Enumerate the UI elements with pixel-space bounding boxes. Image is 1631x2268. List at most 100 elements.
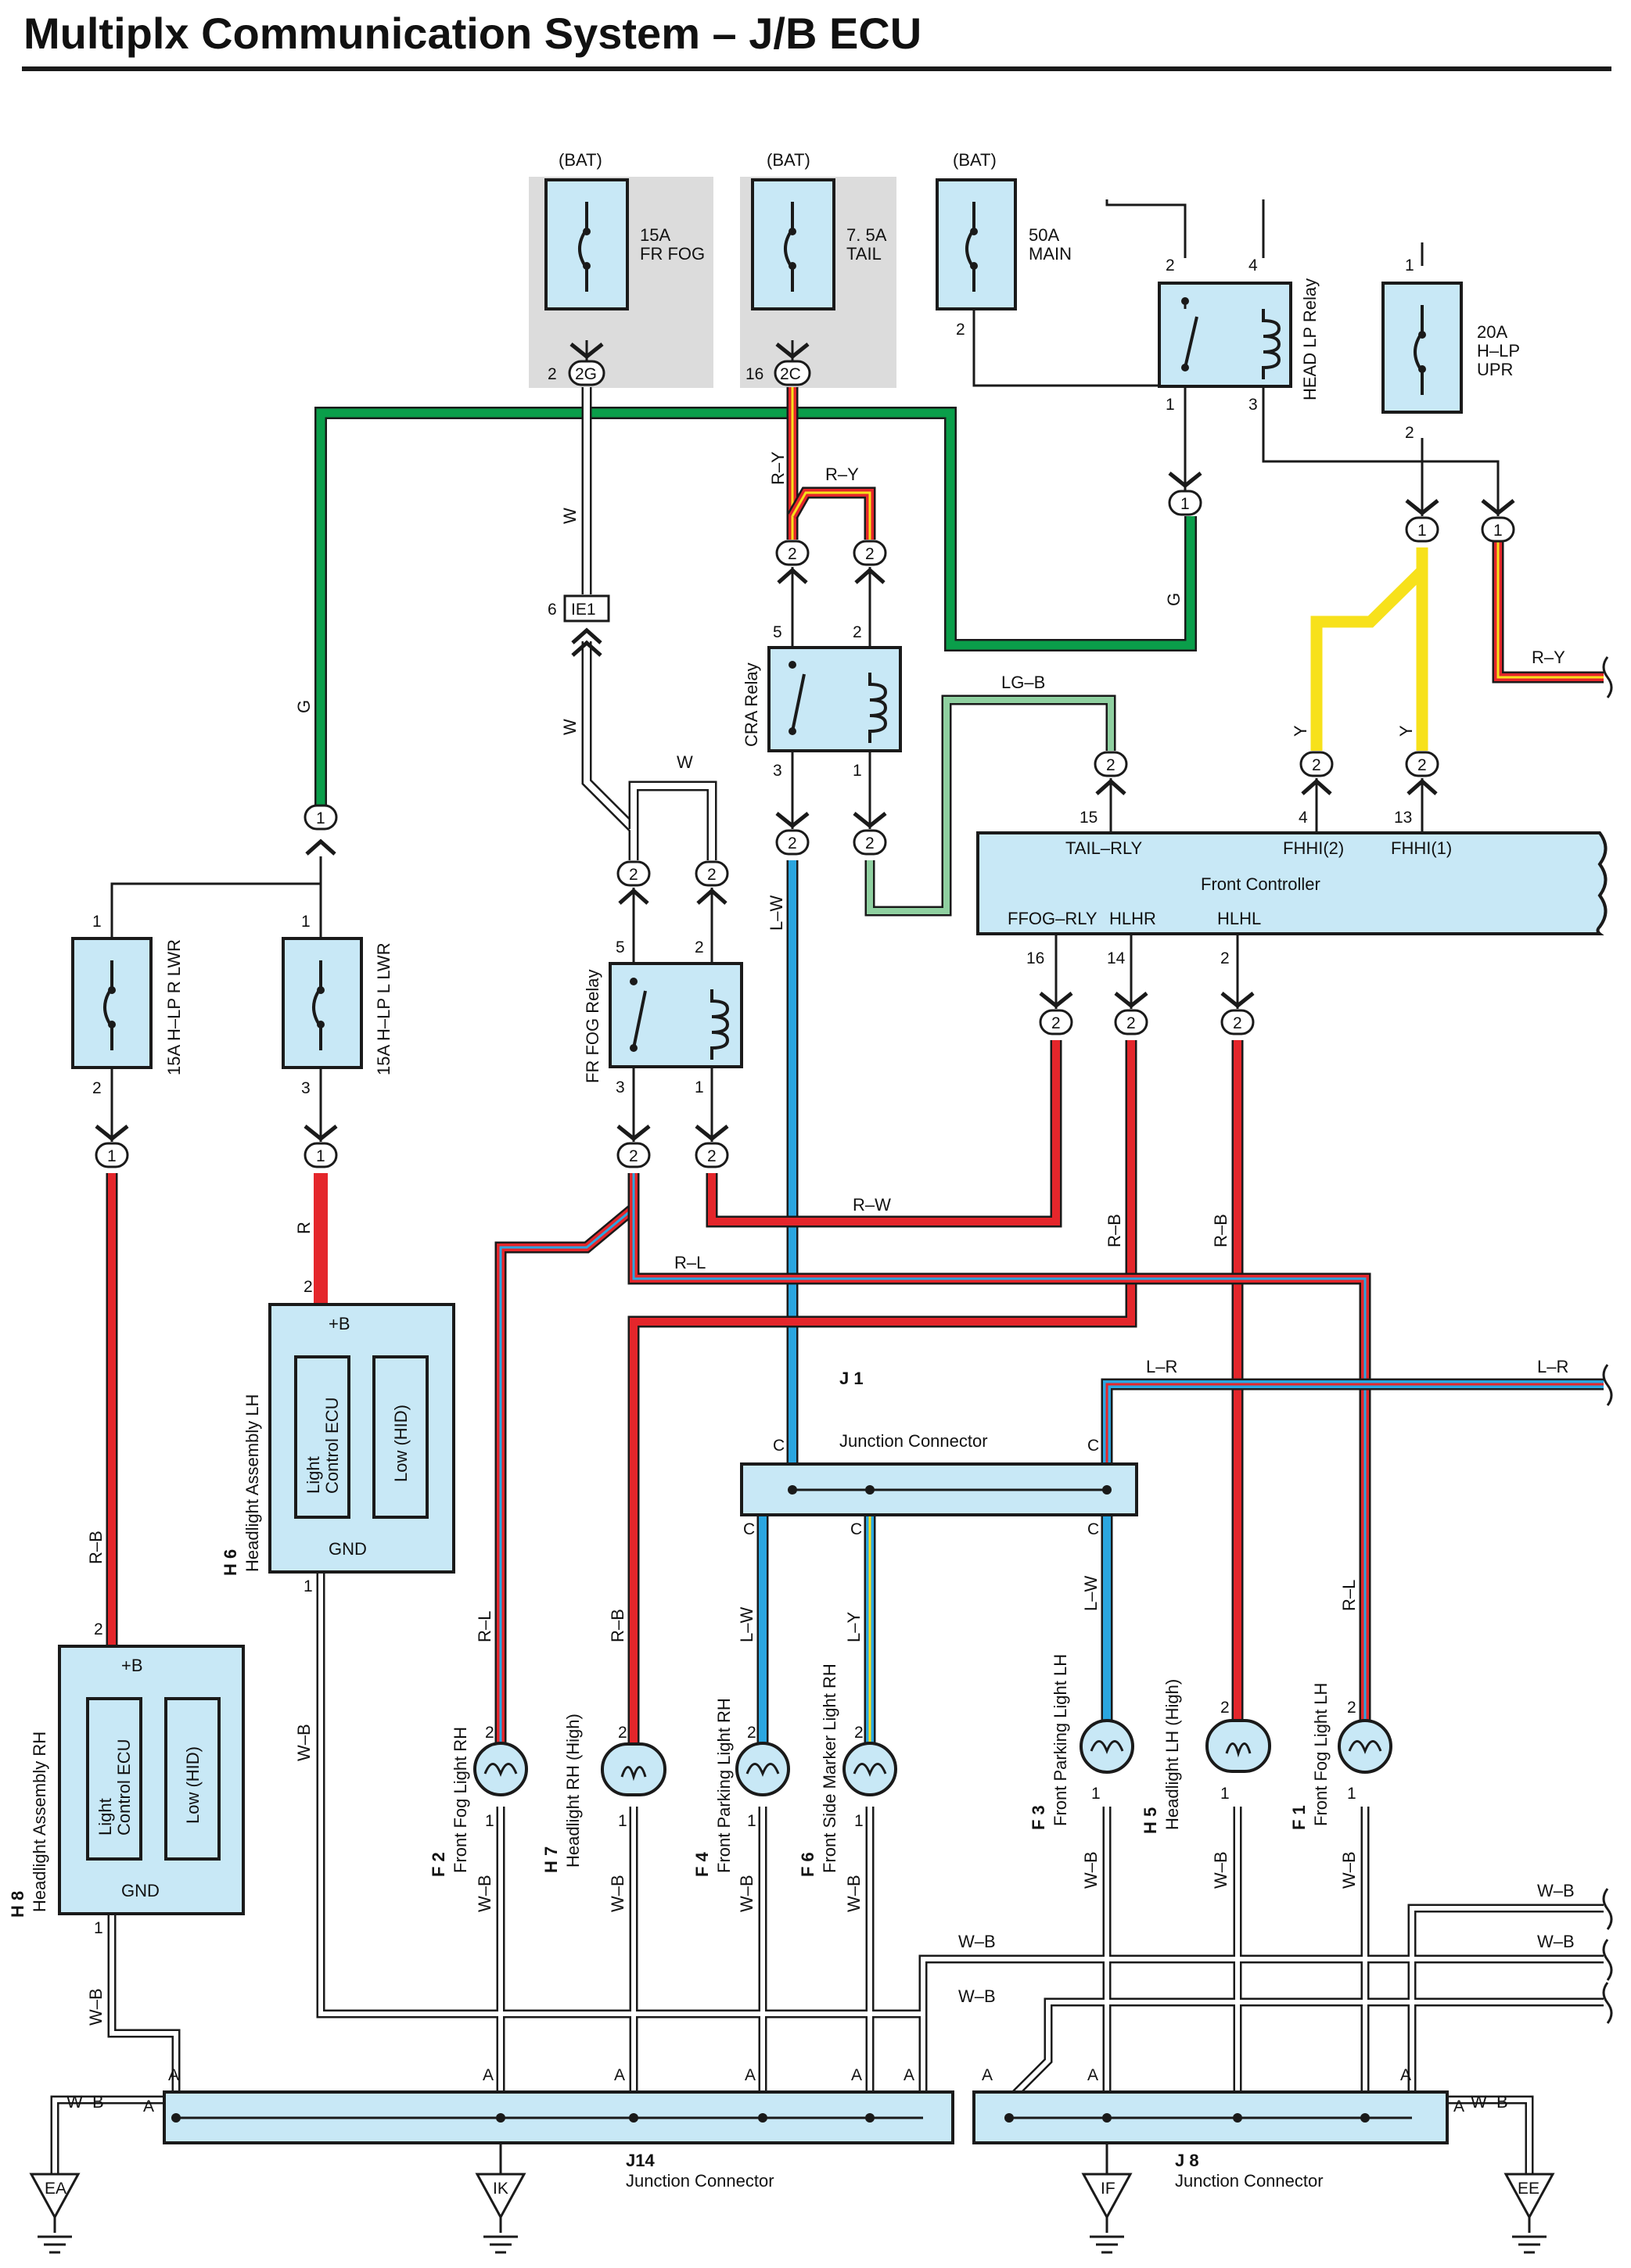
- fuse-hlp-r-lwr-pin-top: 1: [92, 913, 102, 931]
- wl-g-left: G: [294, 700, 314, 713]
- wire-lgb: [864, 694, 1116, 917]
- hla-lh-code: H 6: [221, 1549, 240, 1576]
- fuse-frfog-name: FR FOG: [640, 244, 705, 264]
- wl-wb-lh: W–B: [294, 1724, 314, 1761]
- hla-lh-low: Low (HID): [391, 1405, 411, 1482]
- fc-fhhi2: FHHI(2): [1283, 838, 1344, 858]
- relay-cra: CRA Relay 5 2 3 1: [742, 623, 902, 780]
- relay-frfog-label: FR FOG Relay: [583, 970, 602, 1083]
- wire-lwr: [106, 1173, 328, 1650]
- conn-label: 2: [865, 545, 875, 563]
- relay-frfog-p3: 3: [616, 1078, 625, 1096]
- j1-pin-c4: C: [850, 1520, 862, 1538]
- hla-rh-name: Headlight Assembly RH: [30, 1732, 49, 1912]
- conn-label: 2: [788, 545, 797, 563]
- wire-lr: [1101, 1378, 1604, 1470]
- fuse-main-source: (BAT): [953, 150, 997, 170]
- fc-fhhi1: FHHI(1): [1391, 838, 1452, 858]
- wl-lr-a: L–R: [1146, 1357, 1177, 1376]
- lamp-h5-code: H 5: [1141, 1807, 1160, 1834]
- hla-rh-plusb: +B: [121, 1656, 143, 1675]
- j14-pin-a7: A: [904, 2066, 914, 2084]
- connector-2c-pin: 16: [745, 365, 763, 383]
- hla-rh-code: H 8: [8, 1891, 27, 1918]
- wire-rw: [706, 1040, 1062, 1228]
- lamp-f6-pin-bot: 1: [854, 1812, 864, 1830]
- connector-2g-label: 2G: [575, 365, 597, 383]
- lamp-f3-name: Front Parking Light LH: [1051, 1654, 1070, 1826]
- j14-pin-a4: A: [614, 2066, 625, 2084]
- conn-label: 1: [107, 1147, 117, 1165]
- j1-pin-c5: C: [1087, 1520, 1099, 1538]
- connector-ie1-pin: 6: [548, 601, 557, 619]
- fuse-frfog-source: (BAT): [559, 150, 602, 170]
- wl-wb-h5: W–B: [1211, 1851, 1230, 1889]
- conn-label: 2: [707, 866, 717, 884]
- fc-hlhr: HLHR: [1109, 909, 1156, 928]
- conn-upr-1: 1: [1405, 499, 1439, 543]
- junction-j8: J 8 Junction Connector A A A A: [972, 2066, 1464, 2191]
- relay-head-lp-p2: 2: [1166, 257, 1175, 275]
- hla-lh-ecu1: Light: [304, 1456, 323, 1494]
- wl-rl-h: R–L: [674, 1253, 706, 1272]
- conn-fog-bot-a: 2: [616, 1125, 651, 1168]
- fc-p2: 2: [1220, 949, 1230, 967]
- relay-cra-p1: 1: [853, 762, 862, 780]
- fc-ffog-rly: FFOG–RLY: [1008, 909, 1098, 928]
- conn-label: 2: [1106, 756, 1115, 774]
- page-title: Multiplx Communication System – J/B ECU: [23, 9, 921, 58]
- j8-pin-a3: A: [1400, 2066, 1411, 2084]
- lamp-f6-code: F 6: [798, 1852, 817, 1877]
- connector-2g: 2G 2: [548, 343, 605, 386]
- j1-pin-c2: C: [1087, 1437, 1099, 1455]
- hla-rh-pin-bot: 1: [94, 1919, 103, 1937]
- connector-2c: 2C 16: [745, 343, 811, 386]
- lamp-f4-pin-top: 2: [747, 1724, 756, 1742]
- j14-pin-a5: A: [745, 2066, 756, 2084]
- fuse-main-name: MAIN: [1029, 244, 1072, 264]
- lamp-f4-pin-bot: 1: [747, 1812, 756, 1830]
- relay-frfog-p1: 1: [695, 1078, 704, 1096]
- lamp-f4-code: F 4: [692, 1851, 712, 1877]
- relay-cra-p3: 3: [773, 762, 782, 780]
- wl-lgb: LG–B: [1001, 673, 1045, 692]
- conn-cra-bot-b: 2: [853, 812, 887, 856]
- fc-hlhl: HLHL: [1217, 909, 1261, 928]
- fuse-tail-name: TAIL: [846, 244, 882, 264]
- conn-label: 2: [1051, 1014, 1061, 1032]
- lamp-h5-name: Headlight LH (High): [1162, 1679, 1182, 1830]
- junction-j1: J 1 Junction Connector C C C C C: [740, 1369, 1138, 1538]
- wl-ry-right: R–Y: [1532, 648, 1565, 667]
- relay-head-lp-p1: 1: [1166, 396, 1175, 414]
- wl-r: R: [294, 1222, 314, 1234]
- conn-label: 2: [1312, 756, 1321, 774]
- j14-pin-a3: A: [483, 2066, 494, 2084]
- conn-fog-top-b: 2: [695, 860, 729, 905]
- conn-ry-1: 1: [1481, 499, 1515, 543]
- fuse-hlp-l-lwr-pin-top: 1: [301, 913, 311, 931]
- conn-label: 2: [707, 1147, 717, 1165]
- headlight-assembly-rh: Light Control ECU Low (HID) +B GND H 8 H…: [8, 1620, 245, 1937]
- wl-ry-horiz: R–Y: [825, 465, 859, 484]
- wl-wb-f4: W–B: [737, 1875, 756, 1912]
- wl-rb-rh: R–B: [86, 1531, 106, 1564]
- wl-wb-h7: W–B: [608, 1875, 627, 1912]
- lamp-f1-pin-bot: 1: [1347, 1785, 1356, 1803]
- j1-pin-c1: C: [773, 1437, 785, 1455]
- conn-llwr-1: 1: [304, 1125, 338, 1168]
- fuse-hlp-l-lwr-pin-bot: 3: [301, 1079, 311, 1097]
- fuse-frfog: (BAT) 15A FR FOG: [544, 150, 705, 310]
- j1-code: J 1: [839, 1369, 864, 1388]
- fuse-hlp-upr-amp: 20A: [1477, 322, 1507, 342]
- conn-label: 1: [316, 809, 325, 827]
- wl-ry-vert: R–Y: [768, 451, 788, 485]
- hla-lh-name: Headlight Assembly LH: [242, 1394, 262, 1572]
- headlight-assembly-lh: Light Control ECU Low (HID) +B GND H 6 H…: [221, 1278, 455, 1595]
- conn-fc-16: 2: [1039, 992, 1073, 1035]
- fc-p15: 15: [1080, 809, 1098, 827]
- fc-p16: 16: [1026, 949, 1044, 967]
- conn-label: 1: [316, 1147, 325, 1165]
- fuse-hlp-r-lwr: 15A H–LP R LWR 1 2: [71, 913, 184, 1097]
- ground-ik: IK: [475, 2143, 526, 2254]
